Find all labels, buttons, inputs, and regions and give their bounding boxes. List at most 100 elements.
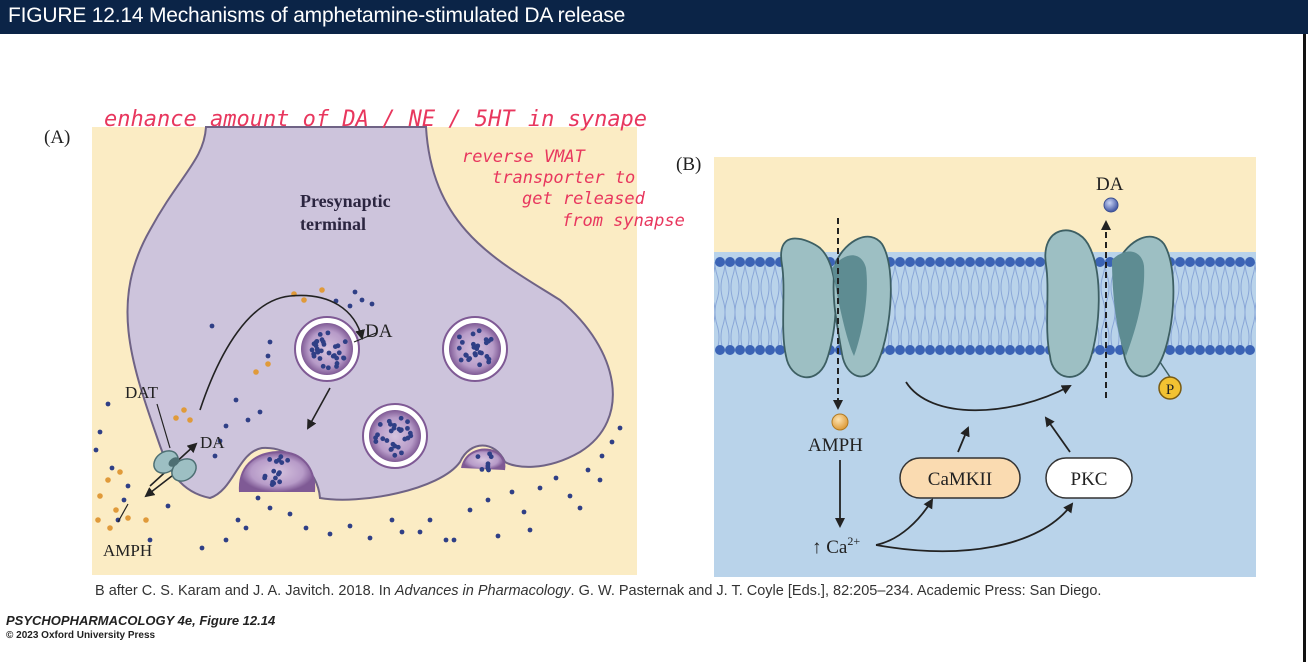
lipid-head bbox=[945, 257, 955, 267]
lipid-head bbox=[915, 345, 925, 355]
lipid-head bbox=[1195, 345, 1205, 355]
da-dot bbox=[367, 535, 373, 541]
lipid-head bbox=[1015, 257, 1025, 267]
da-dot bbox=[270, 479, 276, 485]
da-dot bbox=[105, 401, 111, 407]
da-dot bbox=[475, 454, 481, 460]
vesicle-3 bbox=[362, 403, 428, 469]
da-dot bbox=[456, 345, 462, 351]
lipid-head bbox=[895, 257, 905, 267]
da-dot bbox=[473, 352, 478, 358]
amph-dot bbox=[181, 407, 187, 413]
amph-dot bbox=[301, 297, 307, 303]
lipid-head bbox=[975, 345, 985, 355]
pkc-arrow bbox=[1044, 416, 1071, 453]
da-dot bbox=[399, 450, 404, 456]
da-dot bbox=[243, 525, 249, 531]
lipid-head bbox=[1175, 257, 1185, 267]
da-dot bbox=[326, 350, 332, 356]
lipid-head bbox=[1035, 345, 1045, 355]
lipid-head bbox=[745, 257, 755, 267]
phosphate-badge bbox=[1158, 376, 1182, 400]
da-dot bbox=[463, 353, 469, 358]
lipid-head bbox=[895, 345, 905, 355]
da-dot bbox=[267, 505, 273, 511]
lipid-head bbox=[1215, 345, 1225, 355]
da-dot bbox=[395, 444, 401, 450]
annotation-line-4: get released bbox=[522, 189, 646, 209]
lipid-head bbox=[745, 345, 755, 355]
lipid-head bbox=[1025, 257, 1035, 267]
lipid-head bbox=[1025, 345, 1035, 355]
da-dot bbox=[313, 343, 319, 349]
da-dot bbox=[585, 467, 591, 473]
lipid-head bbox=[965, 345, 975, 355]
transporter-2 bbox=[1044, 229, 1175, 381]
da-dot bbox=[486, 467, 491, 473]
lipid-head bbox=[995, 257, 1005, 267]
panel-b: DA AMPH CaMKII PKC P ↑ Ca2+ bbox=[714, 157, 1256, 577]
da-dot bbox=[273, 459, 279, 464]
calcium-superscript: 2+ bbox=[847, 534, 860, 548]
lipid-head bbox=[775, 345, 785, 355]
da-dot bbox=[303, 525, 309, 531]
da-dot bbox=[388, 428, 394, 434]
credit-suffix: . G. W. Pasternak and J. T. Coyle [Eds.]… bbox=[570, 583, 1102, 599]
da-dot bbox=[369, 301, 375, 307]
da-dot bbox=[567, 493, 573, 499]
da-dot bbox=[277, 479, 283, 485]
da-dot bbox=[285, 457, 291, 463]
pkc-box bbox=[1045, 457, 1133, 499]
transporter-1 bbox=[780, 235, 892, 379]
annotation-line-2: reverse VMAT bbox=[462, 147, 587, 167]
camkii-box bbox=[899, 457, 1021, 499]
lipid-head bbox=[715, 345, 725, 355]
lipid-head bbox=[1235, 345, 1245, 355]
lipid-head bbox=[1015, 345, 1025, 355]
pkc-label: PKC bbox=[1071, 469, 1108, 490]
da-dot bbox=[223, 423, 229, 429]
lipid-head bbox=[765, 257, 775, 267]
da-dot bbox=[427, 517, 433, 523]
lipid-head bbox=[955, 257, 965, 267]
camkii-label: CaMKII bbox=[928, 469, 992, 490]
da-dot bbox=[405, 425, 410, 431]
lipid-head bbox=[995, 345, 1005, 355]
lipid-head bbox=[725, 257, 735, 267]
da-dot bbox=[265, 353, 271, 359]
lipid-head bbox=[985, 257, 995, 267]
da-dot bbox=[279, 460, 285, 466]
lipid-head bbox=[905, 257, 915, 267]
amph-label-a: AMPH bbox=[103, 541, 152, 560]
lipid-head bbox=[905, 345, 915, 355]
da-dot bbox=[486, 338, 491, 344]
amph-dot bbox=[173, 415, 179, 421]
lipid-head bbox=[1175, 345, 1185, 355]
transporter-link-arrow bbox=[905, 381, 1072, 412]
amph-dot bbox=[113, 507, 119, 513]
neurotransmitter-dots bbox=[93, 287, 623, 551]
da-dot bbox=[527, 527, 533, 533]
da-dot bbox=[318, 348, 324, 354]
lipid-head bbox=[935, 345, 945, 355]
da-dot bbox=[341, 355, 347, 361]
da-dot bbox=[509, 489, 515, 495]
handwritten-annotations: enhance amount of DA / NE / 5HT in synap… bbox=[104, 107, 685, 231]
lipid-head bbox=[1185, 257, 1195, 267]
footer-copyright: © 2023 Oxford University Press bbox=[6, 630, 156, 641]
da-dot bbox=[233, 397, 239, 403]
da-leader-line bbox=[353, 332, 377, 343]
da-dot bbox=[235, 517, 241, 523]
da-dot bbox=[97, 429, 103, 435]
lipid-head bbox=[945, 345, 955, 355]
da-dot bbox=[392, 452, 398, 458]
da-dot bbox=[278, 454, 284, 460]
annotation-line-5: from synapse bbox=[562, 211, 685, 231]
lipid-head bbox=[1095, 345, 1105, 355]
lipid-head bbox=[735, 257, 745, 267]
amph-molecule bbox=[831, 413, 849, 431]
da-dot bbox=[319, 337, 325, 343]
amph-dot bbox=[143, 517, 149, 523]
da-dot bbox=[335, 343, 341, 349]
calcium-label: ↑ Ca2+ bbox=[812, 534, 860, 558]
